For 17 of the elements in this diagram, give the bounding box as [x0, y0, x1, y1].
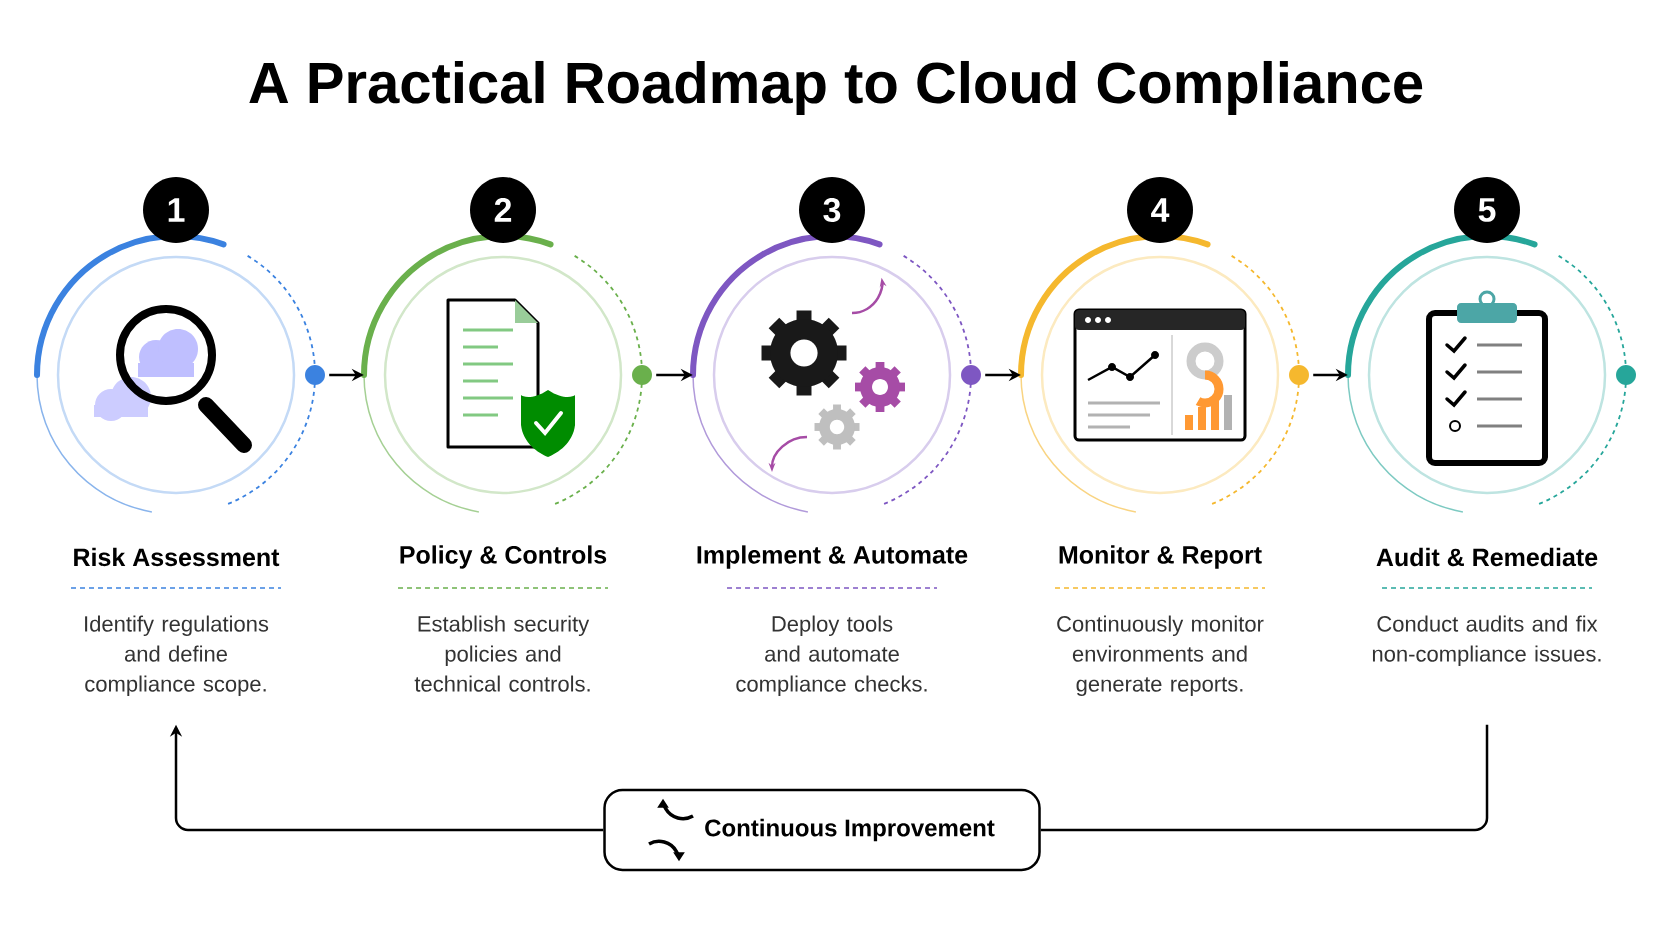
step-description: Conduct audits and fix non-compliance issues.: [1372, 615, 1601, 667]
number-badge: 5: [1454, 177, 1520, 243]
step-description: Deploy tools and automate compliance checks.: [736, 615, 927, 697]
step-title: Audit & Remediate: [1376, 547, 1598, 567]
title: A Practical Roadmap to Cloud Compliance: [249, 60, 1423, 115]
step-title: Implement & Automate: [697, 545, 968, 569]
loop-box: Continuous Improvement: [603, 788, 1041, 872]
number-badge: 3: [799, 177, 865, 243]
step-title: Policy & Controls: [400, 545, 607, 569]
step-description: Establish security policies and technical controls.: [414, 615, 590, 692]
step-description: Continuously monitor environments and generate reports.: [1057, 615, 1264, 697]
number-badge: 2: [470, 177, 536, 243]
number-badge: 1: [143, 177, 209, 243]
step-title: Risk Assessment: [74, 547, 280, 567]
step-title: Monitor & Report: [1059, 545, 1262, 569]
step-description: Identify regulations and define compliance scope.: [85, 615, 269, 697]
number-badge: 4: [1127, 177, 1193, 243]
